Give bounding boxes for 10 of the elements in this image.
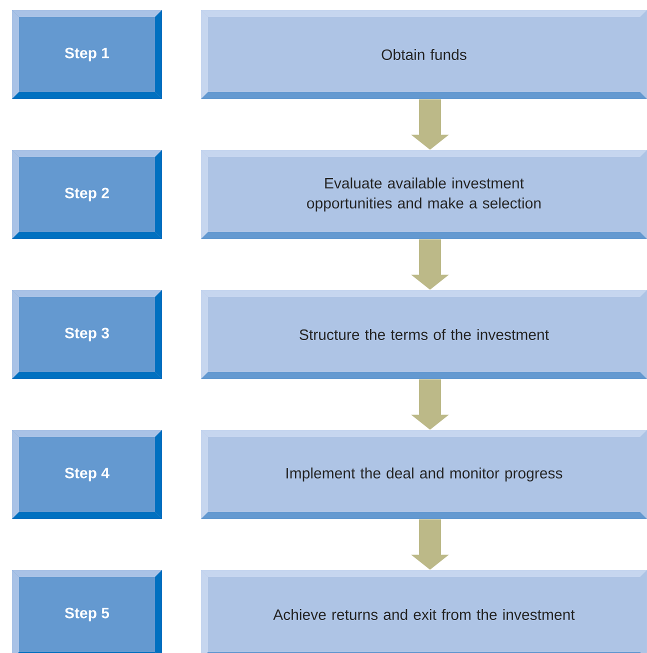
process-box: Achieve returns and exit from the investment [201, 570, 647, 653]
step-box: Step 3 [12, 290, 162, 379]
process-box: Implement the deal and monitor progress [201, 430, 647, 519]
step-box: Step 1 [12, 10, 162, 99]
step-box: Step 2 [12, 150, 162, 239]
process-box: Structure the terms of the investment [201, 290, 647, 379]
step-box: Step 5 [12, 570, 162, 653]
step-box: Step 4 [12, 430, 162, 519]
process-box: Evaluate available investment opportunities and make a selection [201, 150, 647, 239]
process-box: Obtain funds [201, 10, 647, 99]
